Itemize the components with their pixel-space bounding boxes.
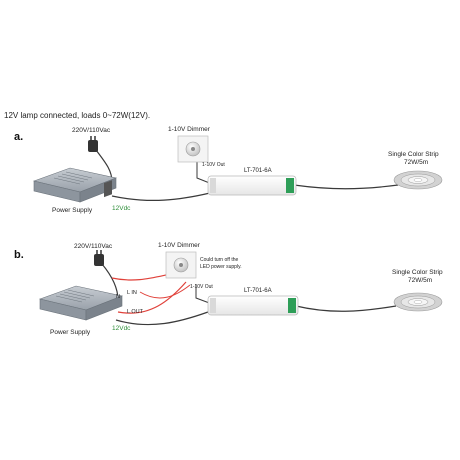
- dimmer-title-b: 1-10V Dimmer: [158, 242, 201, 249]
- diagram-b: b. 220V/110Vac Power Supply: [14, 242, 443, 336]
- strip-title-a: Single Color Strip: [388, 151, 439, 158]
- driver-model-b: LT-701-6A: [244, 288, 272, 294]
- mains-voltage-label-b: 220V/110Vac: [74, 243, 113, 250]
- dimmer-output-label-a: 1-10V Out: [202, 162, 225, 168]
- psu-to-driver-wire-a: [111, 192, 211, 202]
- diagram-a-label: a.: [14, 131, 23, 143]
- dimmer-note-line1: Could turn off the: [200, 257, 238, 263]
- driver-model-a: LT-701-6A: [244, 168, 272, 174]
- dimmer-knob-icon: [165, 251, 197, 279]
- l-in-label: L IN: [127, 290, 137, 296]
- driver-to-strip-wire-a: [293, 184, 399, 190]
- led-strip-reel-icon: [393, 170, 443, 190]
- power-supply-icon: [38, 285, 124, 321]
- diagram-b-label: b.: [14, 249, 24, 261]
- n-terminal-label: N: [116, 294, 120, 300]
- dimmer-to-driver-wire-b: [195, 284, 213, 305]
- driver-to-strip-wire-b: [295, 305, 397, 312]
- psu-label-a: Power Supply: [52, 207, 93, 214]
- strip-title-b: Single Color Strip: [392, 269, 443, 276]
- diagram-a: a. 220V/110Vac Power Supply 12V: [14, 126, 443, 214]
- power-plug-icon: [88, 136, 98, 152]
- dimmer-to-driver-wire-a: [196, 160, 213, 185]
- dimmer-title-a: 1-10V Dimmer: [168, 126, 211, 133]
- dimmer-output-label-b: 1-10V Out: [190, 284, 213, 290]
- dimmer-note-line2: LED power supply.: [200, 264, 242, 270]
- psu-output-label-b: 12Vdc: [112, 325, 131, 332]
- led-strip-reel-icon: [393, 292, 443, 312]
- psu-to-driver-wire-b: [115, 311, 209, 326]
- dimmer-knob-icon: [177, 135, 209, 163]
- led-driver-icon: [207, 295, 299, 316]
- mains-voltage-label-a: 220V/110Vac: [72, 127, 111, 134]
- red-loop-wire: [139, 284, 191, 299]
- l-out-label: L OUT: [127, 309, 144, 315]
- l-out-red-wire: [117, 281, 187, 314]
- header-text: 12V lamp connected, loads 0~72W(12V).: [4, 111, 150, 120]
- strip-spec-b: 72W/5m: [408, 277, 432, 284]
- psu-label-b: Power Supply: [50, 329, 91, 336]
- led-driver-icon: [207, 175, 297, 196]
- power-plug-icon: [94, 250, 104, 266]
- power-supply-icon: [32, 167, 118, 203]
- psu-output-label-a: 12Vdc: [112, 205, 131, 212]
- strip-spec-a: 72W/5m: [404, 159, 428, 166]
